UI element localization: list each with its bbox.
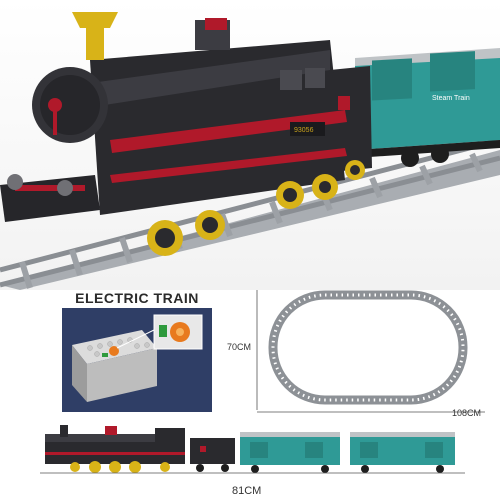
side-locomotive [45, 425, 185, 473]
switch-closeup [153, 314, 203, 350]
side-coach-1 [240, 432, 340, 473]
passenger-coach: Steam Train [355, 48, 500, 158]
wheels [147, 145, 449, 256]
height-dimension-label: 70CM [227, 342, 252, 352]
width-dimension-label: 108CM [452, 408, 482, 418]
battery-box-panel [62, 308, 212, 412]
loco-number: 93056 [294, 127, 314, 134]
locomotive: 93056 [0, 12, 347, 222]
track-loop [268, 290, 468, 405]
oval-track-diagram [256, 290, 485, 413]
track [0, 137, 500, 290]
side-tender [190, 438, 235, 472]
side-view-train [40, 425, 465, 474]
panel-title: ELECTRIC TRAIN [75, 290, 199, 306]
hero-train-photo: Steam Train 93056 [0, 0, 500, 290]
length-dimension-label: 81CM [232, 485, 262, 497]
coach-nameplate: Steam Train [432, 95, 470, 102]
side-coach-2 [350, 432, 455, 473]
